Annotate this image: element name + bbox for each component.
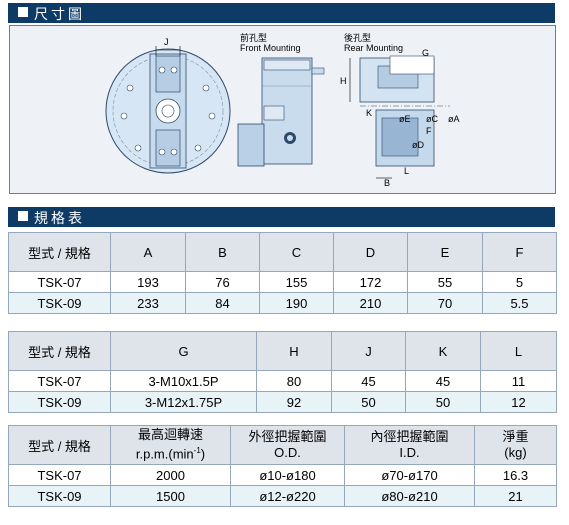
dim-label-f: F — [426, 126, 432, 136]
header-cell-l: L — [480, 331, 557, 371]
table-row: TSK-09 233 84 190 210 70 5.5 — [8, 292, 557, 314]
table-row: TSK-07 193 76 155 172 55 5 — [8, 271, 557, 293]
cell-value: 55 — [407, 271, 483, 293]
cell-value: 21 — [474, 485, 557, 507]
cell-value: 84 — [185, 292, 260, 314]
header-cell-f: F — [482, 232, 557, 272]
cell-model: TSK-09 — [8, 485, 111, 507]
dim-label-d: øD — [412, 140, 424, 150]
dim-label-a: øA — [448, 114, 460, 124]
square-bullet-icon — [18, 7, 28, 17]
header-cell-id-range: 內徑把握範圍 I.D. — [344, 425, 475, 465]
cell-model: TSK-09 — [8, 391, 111, 413]
header-cell-h: H — [256, 331, 332, 371]
header-cell-model: 型式 / 規格 — [8, 331, 111, 371]
cell-model: TSK-07 — [8, 464, 111, 486]
dimension-section-header: 尺寸圖 — [8, 3, 555, 23]
cell-value: 190 — [259, 292, 334, 314]
cell-value: 2000 — [110, 464, 231, 486]
table-header-row: 型式 / 規格 A B C D E F — [8, 232, 557, 272]
square-bullet-icon — [18, 211, 28, 221]
cell-value: 80 — [256, 370, 332, 392]
spec-table-performance: 型式 / 規格 最高迴轉速 r.p.m.(min-1) 外徑把握範圍 O.D. … — [8, 425, 557, 507]
rear-mounting-label-en: Rear Mounting — [344, 43, 403, 53]
header-cell-max-rpm: 最高迴轉速 r.p.m.(min-1) — [110, 425, 231, 465]
dim-label-b: B — [384, 178, 390, 188]
dim-label-k: K — [366, 108, 372, 118]
dimension-section-title: 尺寸圖 — [34, 7, 85, 23]
cell-value: 76 — [185, 271, 260, 293]
cell-value: 45 — [405, 370, 481, 392]
dim-label-h: H — [340, 76, 347, 86]
table-row: TSK-07 2000 ø10-ø180 ø70-ø170 16.3 — [8, 464, 557, 486]
cell-value: 155 — [259, 271, 334, 293]
cell-value: 45 — [331, 370, 406, 392]
header-cell-model: 型式 / 規格 — [8, 232, 111, 272]
header-cell-net-weight: 淨重 (kg) — [474, 425, 557, 465]
front-mounting-label-en: Front Mounting — [240, 43, 301, 53]
front-mounting-view: 前孔型 Front Mounting — [237, 32, 325, 167]
dim-label-g: G — [422, 48, 429, 58]
cell-model: TSK-09 — [8, 292, 111, 314]
cell-value: 50 — [405, 391, 481, 413]
header-cell-a: A — [110, 232, 186, 272]
dim-label-e: øE — [399, 114, 411, 124]
cell-value: 92 — [256, 391, 332, 413]
cell-value: 210 — [333, 292, 408, 314]
cell-value: ø12-ø220 — [230, 485, 345, 507]
cell-model: TSK-07 — [8, 370, 111, 392]
cell-value: ø70-ø170 — [344, 464, 475, 486]
header-cell-k: K — [405, 331, 481, 371]
cell-value: ø80-ø210 — [344, 485, 475, 507]
cell-value: 5.5 — [482, 292, 557, 314]
spec-section-title: 規格表 — [34, 211, 85, 227]
header-cell-od-range: 外徑把握範圍 O.D. — [230, 425, 345, 465]
cell-value: 3-M10x1.5P — [110, 370, 257, 392]
header-cell-b: B — [185, 232, 260, 272]
rear-mounting-view: 後孔型 Rear Mounting G H K øE øC øA øD F B … — [340, 32, 460, 188]
dim-label-j: J — [164, 37, 169, 47]
header-cell-c: C — [259, 232, 334, 272]
dim-label-c: øC — [426, 114, 438, 124]
front-mounting-label-cn: 前孔型 — [240, 32, 267, 43]
table-header-row: 型式 / 規格 G H J K L — [8, 331, 557, 371]
spec-table-dimensions-g-l: 型式 / 規格 G H J K L TSK-07 3-M10x1.5P 80 4… — [8, 331, 557, 413]
cell-value: 16.3 — [474, 464, 557, 486]
header-cell-j: J — [331, 331, 406, 371]
cell-value: 1500 — [110, 485, 231, 507]
cell-value: 233 — [110, 292, 186, 314]
table-header-row: 型式 / 規格 最高迴轉速 r.p.m.(min-1) 外徑把握範圍 O.D. … — [8, 425, 557, 465]
header-cell-d: D — [333, 232, 408, 272]
dimension-drawing-svg: J 前孔型 Front Mounting 後孔型 Rear Mounting — [105, 32, 460, 188]
header-cell-g: G — [110, 331, 257, 371]
chuck-face-view: J — [105, 37, 231, 174]
table-row: TSK-09 3-M12x1.75P 92 50 50 12 — [8, 391, 557, 413]
cell-value: 172 — [333, 271, 408, 293]
cell-model: TSK-07 — [8, 271, 111, 293]
cell-value: 70 — [407, 292, 483, 314]
spec-section-header: 規格表 — [8, 207, 555, 227]
cell-value: ø10-ø180 — [230, 464, 345, 486]
rear-mounting-label-cn: 後孔型 — [344, 32, 371, 43]
cell-value: 3-M12x1.75P — [110, 391, 257, 413]
table-row: TSK-07 3-M10x1.5P 80 45 45 11 — [8, 370, 557, 392]
header-cell-e: E — [407, 232, 483, 272]
spec-table-dimensions-a-f: 型式 / 規格 A B C D E F TSK-07 193 76 155 17… — [8, 232, 557, 314]
table-row: TSK-09 1500 ø12-ø220 ø80-ø210 21 — [8, 485, 557, 507]
cell-value: 12 — [480, 391, 557, 413]
cell-value: 5 — [482, 271, 557, 293]
cell-value: 50 — [331, 391, 406, 413]
cell-value: 193 — [110, 271, 186, 293]
dimension-drawing: J 前孔型 Front Mounting 後孔型 Rear Mounting — [9, 25, 556, 194]
header-cell-model: 型式 / 規格 — [8, 425, 111, 465]
dim-label-l: L — [404, 166, 409, 176]
cell-value: 11 — [480, 370, 557, 392]
